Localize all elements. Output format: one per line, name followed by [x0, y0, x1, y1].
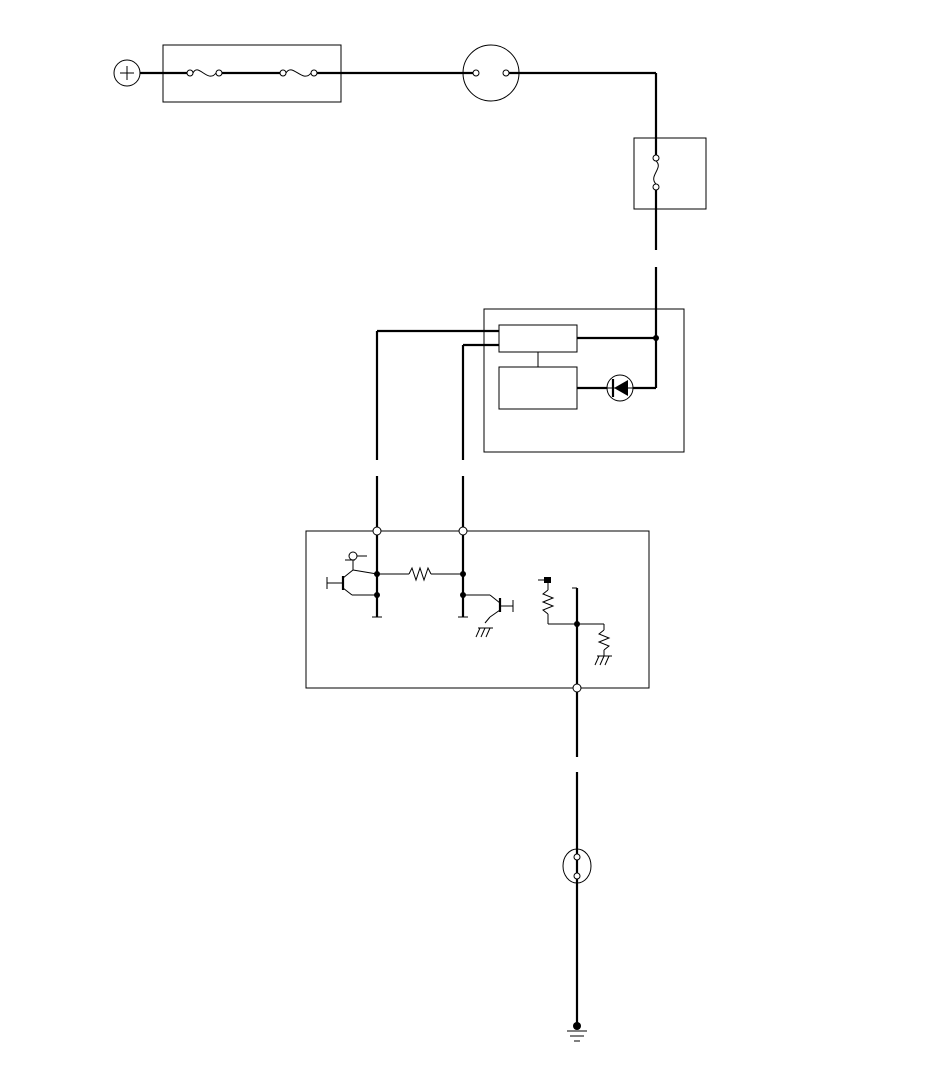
- battery-positive-terminal: [113, 59, 141, 87]
- wire-module-right: [461, 343, 499, 530]
- wire-module-left: [375, 329, 499, 530]
- ground-icon: [594, 655, 612, 666]
- ground-icon: [475, 627, 493, 638]
- ground-icon: [567, 1022, 587, 1042]
- supply-terminal: [544, 577, 551, 583]
- switch-unit: [633, 137, 707, 210]
- fuse-icon: [186, 69, 223, 77]
- fuse-icon: [279, 69, 318, 77]
- resistor-icon: [408, 566, 432, 582]
- wire-main-top: [140, 71, 658, 158]
- ground-connector: [562, 848, 592, 884]
- transistor-icon: [463, 594, 514, 624]
- diode-icon: [606, 374, 634, 402]
- round-connector: [462, 44, 520, 102]
- transistor-icon: [326, 551, 378, 596]
- fuse-block: [162, 44, 342, 103]
- transistor-circuit-unit: [305, 526, 650, 693]
- module-upper-block: [498, 324, 578, 353]
- resistor-icon: [541, 589, 555, 615]
- module-lower-block: [498, 366, 578, 410]
- resistor-icon: [597, 629, 611, 651]
- control-module: [483, 308, 685, 453]
